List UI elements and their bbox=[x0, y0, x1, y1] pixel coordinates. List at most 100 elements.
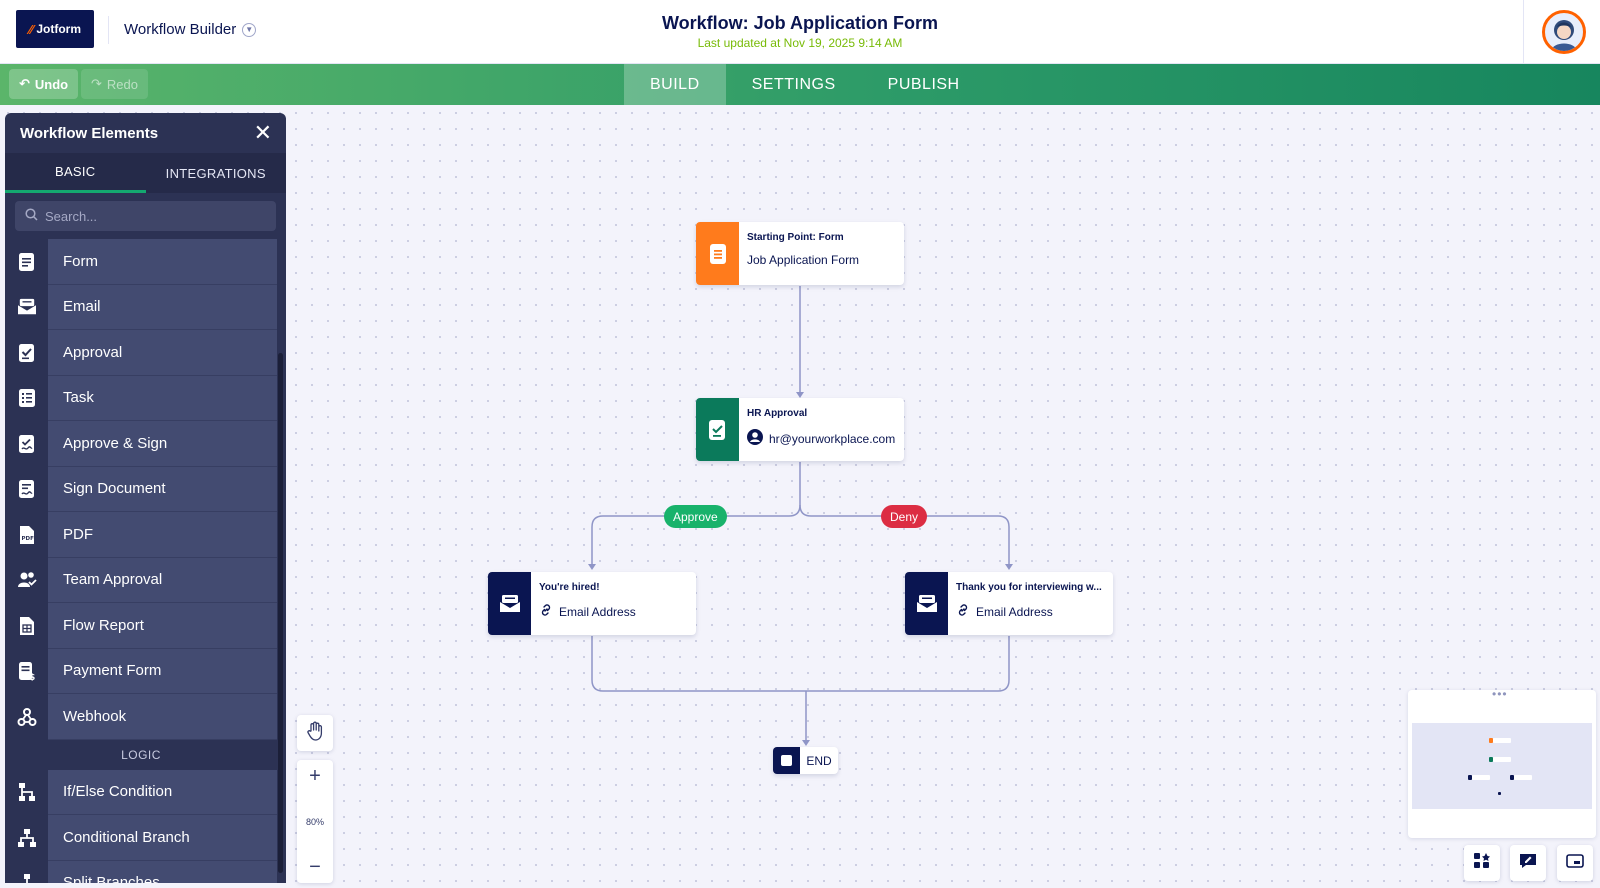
conditional-branch-icon bbox=[5, 815, 48, 861]
minimap-end-node bbox=[1498, 792, 1501, 795]
user-avatar[interactable] bbox=[1542, 10, 1586, 54]
sidebar-item-form[interactable]: Form bbox=[5, 239, 286, 285]
tab-basic[interactable]: BASIC bbox=[5, 153, 146, 193]
sidebar-item-approval[interactable]: Approval bbox=[5, 330, 286, 376]
canvas-minimap[interactable]: ••• bbox=[1408, 687, 1596, 838]
email-hired-title: You're hired! bbox=[539, 582, 600, 593]
email-thanks-recipient: Email Address bbox=[976, 604, 1053, 619]
sidebar-item-email[interactable]: Email bbox=[5, 284, 286, 330]
email-icon bbox=[905, 572, 948, 635]
sidebar-item-task[interactable]: Task bbox=[5, 375, 286, 421]
panel-scrollbar[interactable] bbox=[278, 353, 283, 873]
flow-report-icon bbox=[5, 603, 48, 649]
approve-branch-badge[interactable]: Approve bbox=[664, 505, 727, 528]
deny-branch-badge[interactable]: Deny bbox=[881, 505, 928, 528]
drag-handle-icon[interactable]: ••• bbox=[1492, 687, 1508, 701]
minimap-icon bbox=[1566, 853, 1584, 874]
apps-icon bbox=[1473, 852, 1491, 875]
element-search-input[interactable]: Search... bbox=[15, 201, 276, 231]
sidebar-item-webhook[interactable]: Webhook bbox=[5, 694, 286, 740]
panel-tabs: BASIC INTEGRATIONS bbox=[5, 153, 286, 193]
form-icon bbox=[5, 239, 48, 285]
redo-button[interactable]: ↷ Redo bbox=[81, 69, 148, 99]
feedback-button[interactable] bbox=[1510, 845, 1546, 881]
avatar-divider bbox=[1523, 0, 1524, 64]
start-node-form-name: Job Application Form bbox=[747, 253, 860, 267]
zoom-controls: + 80% − bbox=[297, 760, 333, 883]
payment-form-icon: $ bbox=[5, 648, 48, 694]
sidebar-item-conditional-branch[interactable]: Conditional Branch bbox=[5, 815, 286, 861]
jotform-logo[interactable]: ⁄⁄ Jotform bbox=[16, 10, 94, 48]
stop-icon bbox=[773, 747, 800, 774]
task-icon bbox=[5, 375, 48, 421]
minimap-toggle-button[interactable] bbox=[1557, 845, 1593, 881]
builder-toolbar: ↶ Undo ↷ Redo BUILD SETTINGS PUBLISH bbox=[0, 64, 1600, 105]
panel-title: Workflow Elements bbox=[20, 124, 159, 142]
apps-button[interactable] bbox=[1464, 845, 1500, 881]
pdf-icon: PDF bbox=[5, 512, 48, 558]
split-branches-icon bbox=[5, 860, 48, 883]
start-node[interactable]: Starting Point: Form Job Application For… bbox=[696, 222, 904, 285]
element-list: Form Email Approval Task Approve & Sign … bbox=[5, 239, 286, 883]
approve-sign-icon bbox=[5, 421, 48, 467]
redo-icon: ↷ bbox=[91, 76, 102, 91]
email-hired-node[interactable]: You're hired! Email Address bbox=[488, 572, 696, 635]
minimap-email-thanks-body bbox=[1514, 775, 1532, 780]
jotform-mark-icon: ⁄⁄ bbox=[28, 21, 34, 37]
tab-settings[interactable]: SETTINGS bbox=[751, 75, 836, 93]
minimap-approval-node bbox=[1489, 757, 1493, 762]
app-switcher[interactable]: Workflow Builder ▼ bbox=[124, 21, 257, 38]
minimap-email-hired bbox=[1468, 775, 1472, 780]
avatar-illustration-icon bbox=[1551, 20, 1577, 51]
end-label: END bbox=[806, 753, 832, 768]
minimap-approval-node-body bbox=[1493, 757, 1511, 762]
sidebar-item-payment-form[interactable]: $ Payment Form bbox=[5, 648, 286, 694]
sidebar-item-if-else[interactable]: If/Else Condition bbox=[5, 769, 286, 815]
chat-edit-icon bbox=[1519, 852, 1537, 875]
hr-approval-title: HR Approval bbox=[747, 408, 808, 419]
sidebar-item-sign-document[interactable]: Sign Document bbox=[5, 466, 286, 512]
email-hired-recipient: Email Address bbox=[559, 604, 636, 619]
start-node-title: Starting Point: Form bbox=[747, 232, 844, 243]
approval-icon bbox=[696, 398, 739, 461]
sidebar-item-split-branches[interactable]: Split Branches bbox=[5, 860, 286, 883]
minimap-viewport[interactable] bbox=[1412, 723, 1592, 809]
svg-text:PDF: PDF bbox=[21, 536, 34, 542]
minimap-email-hired-body bbox=[1472, 775, 1490, 780]
logic-section-heading: LOGIC bbox=[121, 747, 161, 762]
if-else-icon bbox=[5, 769, 48, 815]
zoom-out-button[interactable]: − bbox=[309, 856, 321, 878]
sidebar-item-pdf[interactable]: PDF PDF bbox=[5, 512, 286, 558]
sidebar-item-team-approval[interactable]: Team Approval bbox=[5, 557, 286, 603]
link-icon bbox=[956, 603, 970, 620]
zoom-level: 80% bbox=[305, 816, 324, 827]
tab-integrations[interactable]: INTEGRATIONS bbox=[165, 165, 266, 181]
main-tabs: BUILD SETTINGS PUBLISH bbox=[624, 64, 986, 105]
close-icon[interactable]: ✕ bbox=[253, 120, 272, 145]
end-node[interactable]: END bbox=[773, 747, 838, 774]
last-updated-text: Last updated at Nov 19, 2025 9:14 AM bbox=[697, 36, 903, 50]
email-icon bbox=[488, 572, 531, 635]
sidebar-item-approve-sign[interactable]: Approve & Sign bbox=[5, 421, 286, 467]
hand-icon bbox=[306, 721, 324, 746]
sidebar-item-flow-report[interactable]: Flow Report bbox=[5, 603, 286, 649]
hr-approval-node[interactable]: HR Approval hr@yourworkplace.com bbox=[696, 398, 904, 461]
tab-publish[interactable]: PUBLISH bbox=[887, 75, 960, 93]
email-thanks-node[interactable]: Thank you for interviewing w... Email Ad… bbox=[905, 572, 1113, 635]
zoom-in-button[interactable]: + bbox=[309, 765, 321, 787]
pan-tool-button[interactable] bbox=[297, 715, 333, 751]
link-icon bbox=[539, 603, 553, 620]
sign-document-icon bbox=[5, 466, 48, 512]
webhook-icon bbox=[5, 694, 48, 740]
undo-button[interactable]: ↶ Undo bbox=[9, 69, 79, 99]
tab-build[interactable]: BUILD bbox=[624, 64, 726, 105]
email-icon bbox=[5, 284, 48, 330]
team-approval-icon bbox=[5, 557, 48, 603]
undo-icon: ↶ bbox=[19, 76, 30, 91]
minimap-email-thanks bbox=[1510, 775, 1514, 780]
approver-email: hr@yourworkplace.com bbox=[769, 431, 896, 446]
workflow-elements-panel: Workflow Elements ✕ BASIC INTEGRATIONS S… bbox=[5, 113, 286, 883]
svg-text:$: $ bbox=[29, 673, 35, 681]
chevron-down-icon: ▼ bbox=[242, 22, 257, 37]
page-title: Workflow: Job Application Form bbox=[662, 13, 938, 33]
